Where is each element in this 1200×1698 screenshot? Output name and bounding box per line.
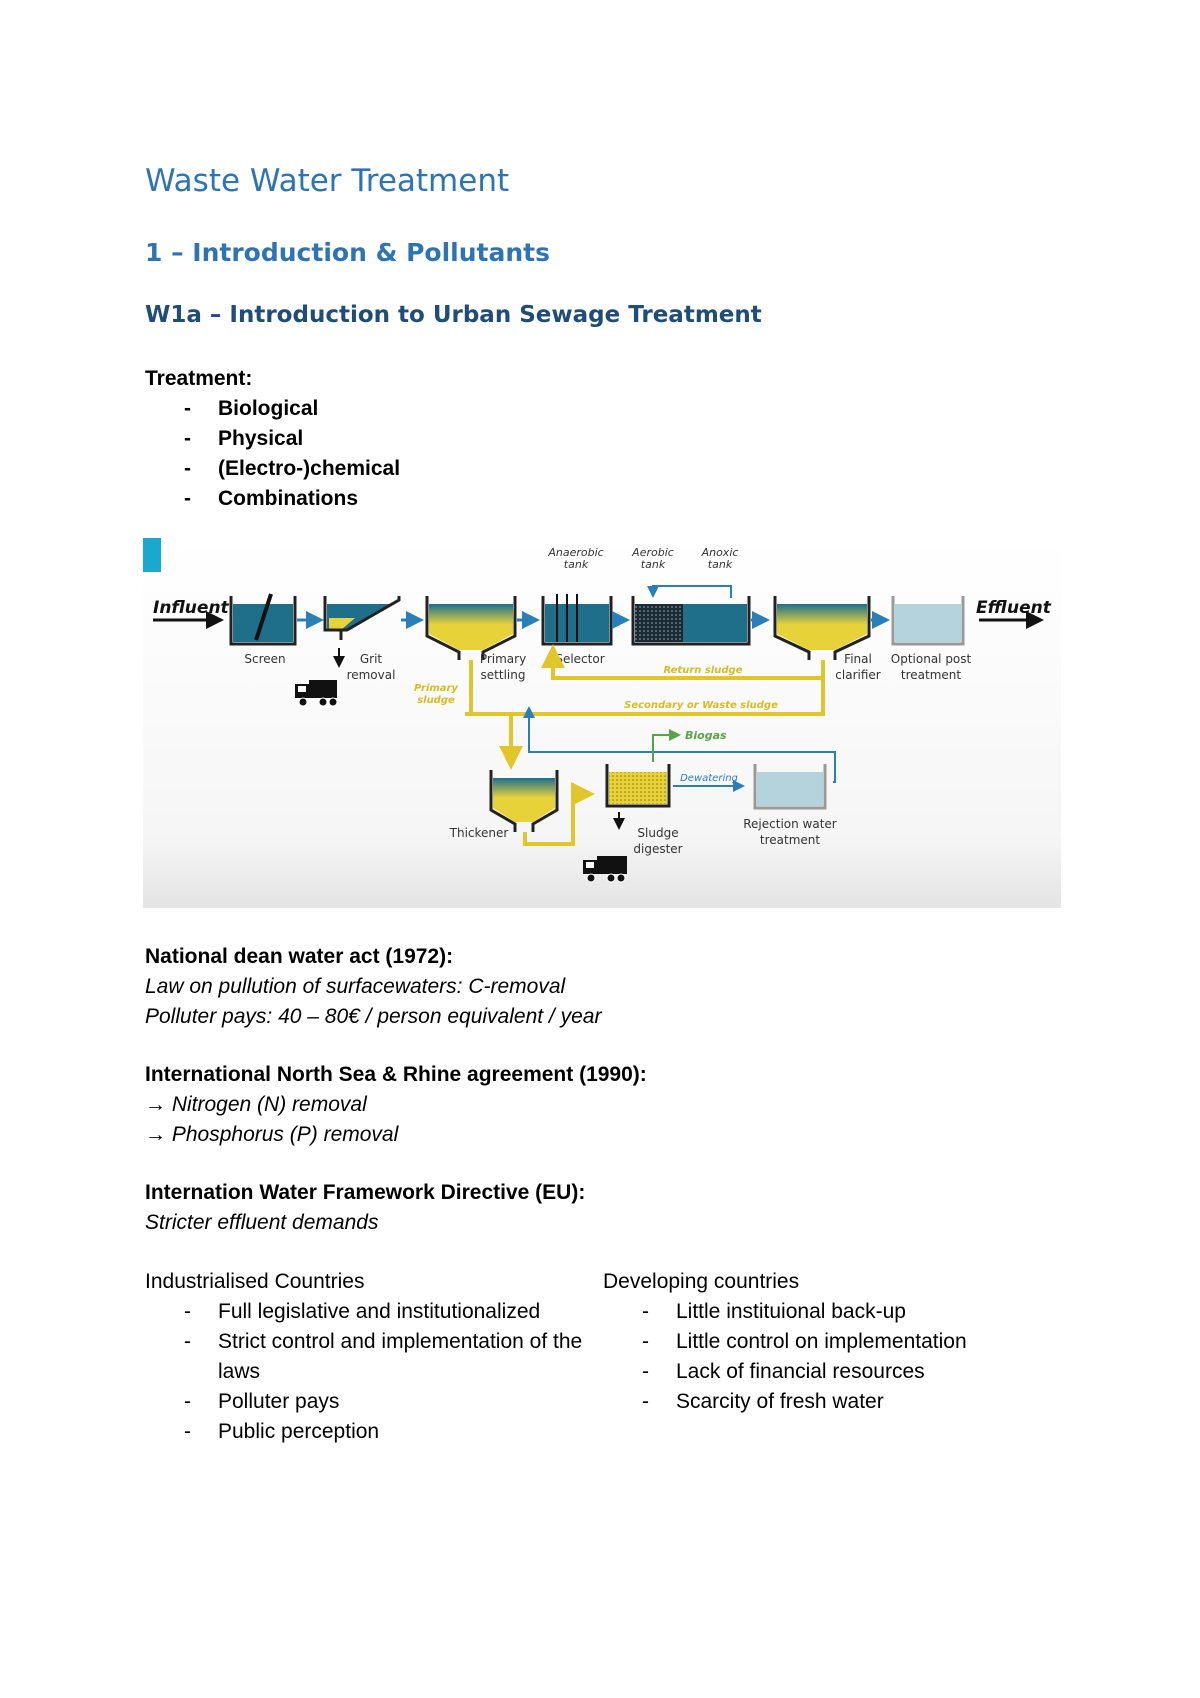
document-title: Waste Water Treatment xyxy=(145,163,510,199)
north-sea-line: → Nitrogen (N) removal xyxy=(145,1093,367,1116)
list-item: -Biological xyxy=(184,397,319,420)
treatment-list: -Biological -Physical -(Electro-)chemica… xyxy=(145,394,400,514)
rejection-return-line xyxy=(523,706,836,783)
north-sea-heading: International North Sea & Rhine agreemen… xyxy=(145,1063,647,1086)
accent-marker xyxy=(143,538,161,572)
biogas-label: Biogas xyxy=(685,729,727,742)
list-item: -(Electro-)chemical xyxy=(184,457,401,480)
treatment-process-diagram: Influent Effluent Anaerobic tank Aerobic… xyxy=(143,538,1061,908)
anaerobic-label: Anaerobic xyxy=(547,546,603,559)
wfd-line: Stricter effluent demands xyxy=(145,1211,379,1234)
primary-sludge-line xyxy=(469,660,523,770)
list-item: -Scarcity of fresh water xyxy=(642,1390,884,1413)
aerobic-label: Aerobic xyxy=(631,546,674,559)
grit-label: Grit xyxy=(360,652,383,666)
final-clarifier-label: Final xyxy=(844,652,872,666)
clean-water-act-heading: National dean water act (1972): xyxy=(145,945,454,968)
industrialised-block: Industrialised Countries -Full legislati… xyxy=(145,1267,595,1447)
grit-removal-tank xyxy=(323,596,401,668)
clean-water-act-line: Polluter pays: 40 – 80€ / person equival… xyxy=(145,1005,602,1028)
rejection-water-tank xyxy=(753,764,827,810)
final-clarifier-label-2: clarifier xyxy=(835,668,880,682)
treatment-block: Treatment: -Biological -Physical -(Elect… xyxy=(145,364,400,514)
truck-icon xyxy=(295,680,338,707)
post-treatment-tank xyxy=(891,596,965,646)
section-heading: 1 – Introduction & Pollutants xyxy=(145,238,550,267)
primary-sludge-label-2: sludge xyxy=(417,695,455,706)
anoxic-label-2: tank xyxy=(708,558,733,571)
subsection-heading: W1a – Introduction to Urban Sewage Treat… xyxy=(145,302,762,328)
anaerobic-label-2: tank xyxy=(564,558,589,571)
sludge-digester-label: Sludge xyxy=(637,826,678,840)
thickener-label: Thickener xyxy=(449,826,509,840)
clean-water-act-block: National dean water act (1972): Law on p… xyxy=(145,942,601,1032)
industrialised-list: -Full legislative and institutionalized … xyxy=(145,1297,595,1447)
effluent-label: Effluent xyxy=(976,598,1052,618)
thickener-tank xyxy=(489,770,559,832)
list-item: -Little instituional back-up xyxy=(642,1300,906,1323)
wfd-heading: Internation Water Framework Directive (E… xyxy=(145,1181,586,1204)
primary-settling-label-2: settling xyxy=(481,668,526,682)
aerobic-label-2: tank xyxy=(641,558,666,571)
optional-post-label-2: treatment xyxy=(901,668,961,682)
aeration-tank xyxy=(631,585,751,646)
list-item: -Lack of financial resources xyxy=(642,1360,925,1383)
return-sludge-label: Return sludge xyxy=(663,665,742,676)
developing-heading: Developing countries xyxy=(603,1270,800,1293)
final-clarifier-tank xyxy=(773,596,871,660)
developing-block: Developing countries -Little instituiona… xyxy=(603,1267,1083,1417)
north-sea-line: → Phosphorus (P) removal xyxy=(145,1123,399,1146)
developing-list: -Little instituional back-up -Little con… xyxy=(603,1297,1083,1417)
primary-sludge-label: Primary xyxy=(414,683,458,694)
clean-water-act-line: Law on pullution of surfacewaters: C-rem… xyxy=(145,975,566,998)
truck-icon xyxy=(583,856,627,883)
selector-label: Selector xyxy=(555,652,604,666)
secondary-sludge-line xyxy=(465,678,825,716)
arrow-icon: → xyxy=(145,1123,166,1146)
north-sea-block: International North Sea & Rhine agreemen… xyxy=(145,1060,647,1150)
rejection-water-label: Rejection water xyxy=(743,817,837,831)
rejection-water-label-2: treatment xyxy=(760,833,820,847)
list-item: -Physical xyxy=(184,427,304,450)
list-item: -Little control on implementation xyxy=(642,1330,967,1353)
influent-label: Influent xyxy=(153,598,230,618)
sludge-digester-tank xyxy=(605,764,671,830)
screen-tank xyxy=(229,593,297,646)
list-item: -Polluter pays xyxy=(184,1390,340,1413)
industrialised-heading: Industrialised Countries xyxy=(145,1270,365,1293)
arrow-icon: → xyxy=(145,1093,166,1116)
thickener-to-digester-line xyxy=(523,782,595,846)
list-item: -Combinations xyxy=(184,487,358,510)
screen-label: Screen xyxy=(244,652,285,666)
optional-post-label: Optional post xyxy=(891,652,972,666)
biogas-line xyxy=(652,729,681,762)
primary-settling-label: Primary xyxy=(480,652,526,666)
diagram-background xyxy=(143,538,1061,908)
anoxic-label: Anoxic xyxy=(701,546,739,559)
return-sludge-line xyxy=(541,644,825,680)
sludge-digester-label-2: digester xyxy=(633,842,682,856)
primary-settling-tank xyxy=(425,596,517,660)
treatment-heading: Treatment: xyxy=(145,367,253,390)
list-item: -Strict control and implementation of th… xyxy=(184,1330,583,1383)
secondary-sludge-label: Secondary or Waste sludge xyxy=(624,700,778,711)
dewatering-label: Dewatering xyxy=(680,773,738,784)
list-item: -Full legislative and institutionalized xyxy=(184,1300,541,1323)
wfd-block: Internation Water Framework Directive (E… xyxy=(145,1178,585,1238)
selector-tank xyxy=(541,594,613,646)
grit-label-2: removal xyxy=(347,668,396,682)
list-item: -Public perception xyxy=(184,1420,380,1443)
